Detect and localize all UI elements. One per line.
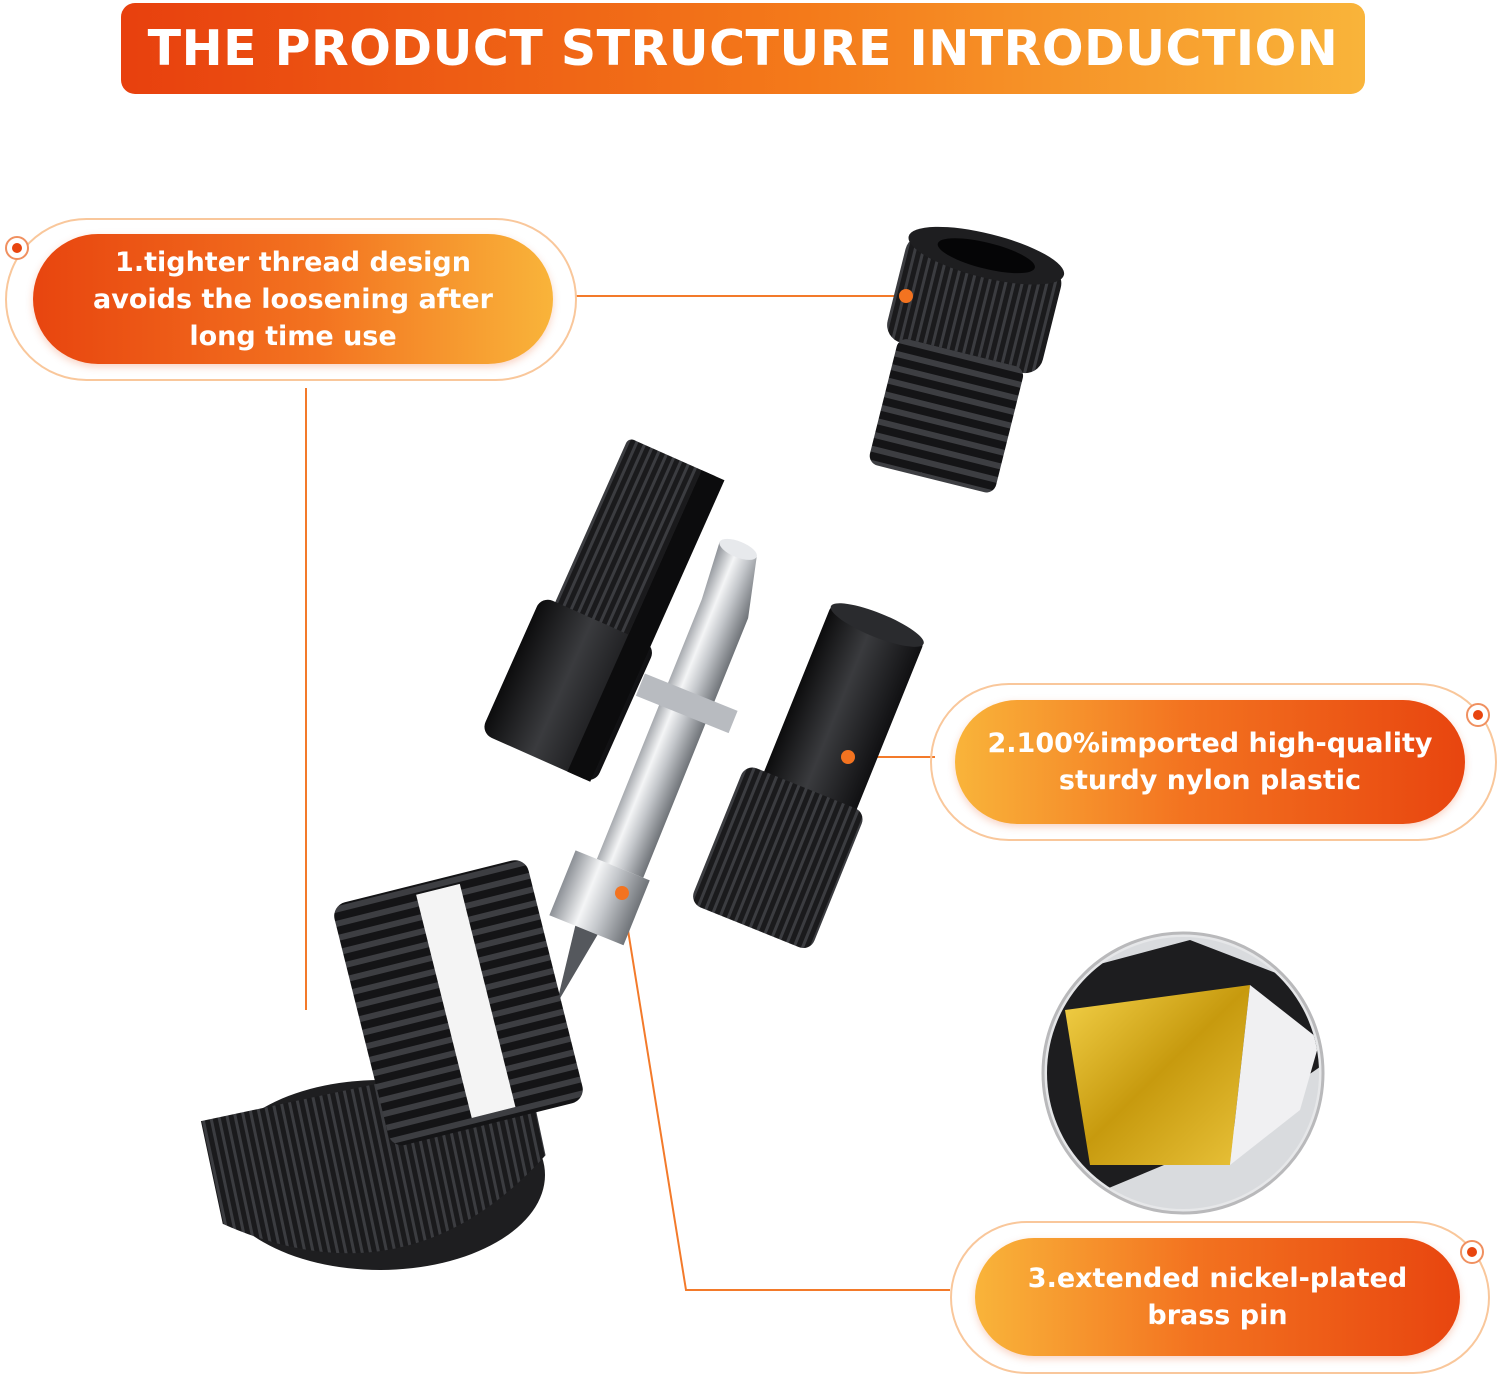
callout-nylon-text: 2.100%imported high-quality sturdy nylon… (987, 728, 1433, 796)
thread-cap-part (869, 226, 1065, 493)
callout-thread-outline (5, 218, 577, 381)
callout-nylon: 2.100%imported high-quality sturdy nylon… (955, 700, 1465, 824)
callout-pin: 3.extended nickel-plated brass pin (975, 1238, 1460, 1356)
knurled-nut-part (200, 860, 583, 1270)
nylon-anchor-dot (841, 750, 855, 764)
callout-thread: 1.tighter thread design avoids the loose… (33, 234, 553, 364)
split-housing-right-part (693, 603, 924, 949)
connector-lines (305, 295, 950, 1291)
callout-thread-text: 1.tighter thread design avoids the loose… (93, 246, 493, 352)
brass-pin-part (549, 538, 757, 1005)
connector-pin (621, 892, 950, 1291)
callout-thread-marker-icon (5, 236, 29, 260)
callout-pin-marker-icon (1460, 1240, 1484, 1264)
split-housing-left-part (484, 439, 725, 782)
title-banner: THE PRODUCT STRUCTURE INTRODUCTION (121, 3, 1365, 94)
callout-nylon-outline (930, 683, 1497, 841)
pin-anchor-dot (615, 886, 629, 900)
page-title: THE PRODUCT STRUCTURE INTRODUCTION (147, 20, 1339, 77)
callout-nylon-marker-icon (1466, 703, 1490, 727)
callout-pin-text: 3.extended nickel-plated brass pin (1027, 1263, 1408, 1331)
thread-anchor-dot (899, 289, 913, 303)
gold-plating-swatch (1041, 931, 1325, 1215)
callout-pin-outline (950, 1221, 1490, 1374)
